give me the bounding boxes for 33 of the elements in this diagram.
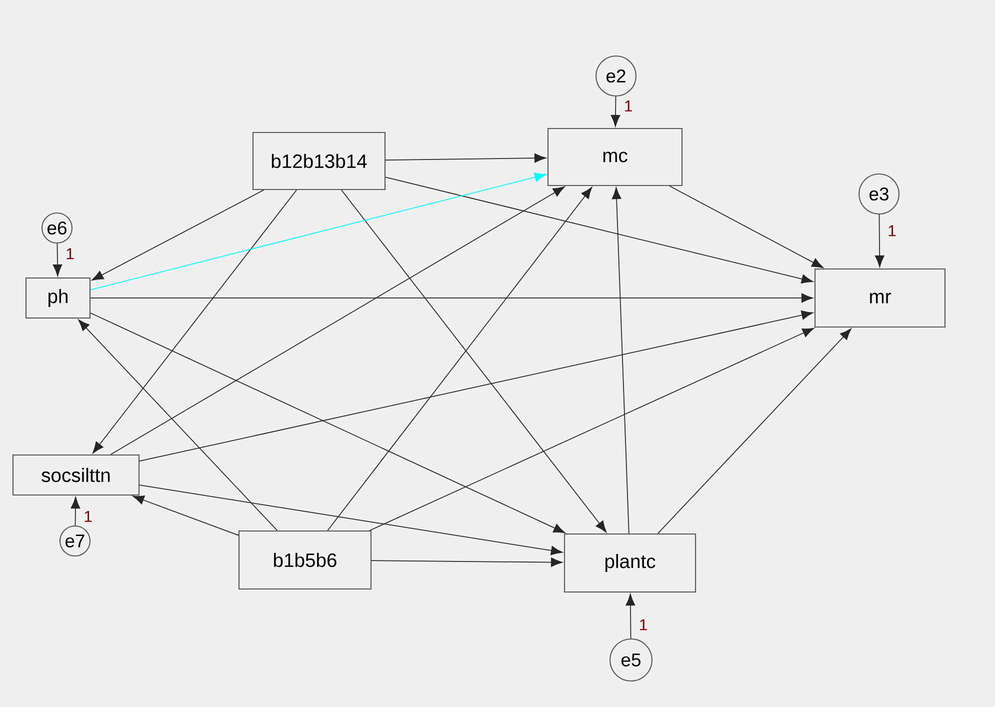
arrow [139,310,814,462]
variable-box: b1b5b6 [238,530,372,590]
arrow [669,186,824,268]
arrow [92,190,297,454]
arrow [92,190,264,281]
arrow [90,293,814,303]
edge-label: 1 [82,510,94,523]
arrow [626,594,636,639]
arrow [90,312,566,534]
variable-box: mr [814,268,946,328]
arrow [70,496,80,526]
variable-box: socsilttn [12,454,140,496]
edge-label: 1 [623,100,634,112]
variable-box: ph [25,277,91,319]
arrow [371,558,563,567]
arrow [874,214,884,268]
edge-label: 1 [638,618,649,631]
arrow [385,176,814,284]
arrow [90,172,546,290]
arrow [610,96,620,127]
variable-box: plantc [564,533,696,593]
arrow [139,484,563,556]
arrow [78,319,278,531]
arrow [52,243,62,276]
variable-box: b12b13b14 [252,132,386,190]
arrow [110,186,565,455]
arrow [657,328,852,534]
arrow [369,328,814,531]
arrow [612,187,630,534]
arrow [385,153,546,163]
variable-box: mc [547,128,683,186]
edge-label: 1 [886,224,898,238]
arrow [132,496,239,536]
